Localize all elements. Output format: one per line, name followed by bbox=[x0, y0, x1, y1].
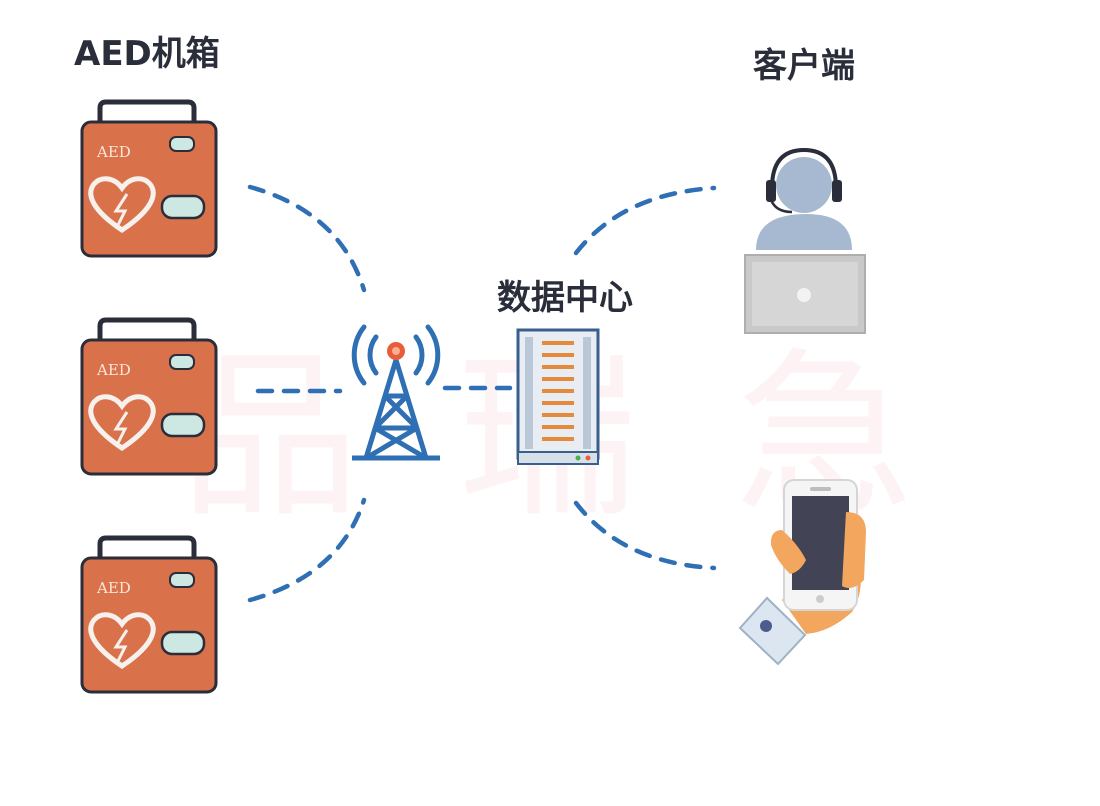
link-server-phone bbox=[573, 500, 717, 571]
link-aed1-tower bbox=[247, 184, 367, 293]
aed-heading: AED机箱 bbox=[74, 34, 220, 74]
client-heading: 客户端 bbox=[753, 46, 855, 86]
smartphone-hand-icon bbox=[738, 479, 866, 666]
connection-lines bbox=[247, 184, 717, 603]
aed-box-1-label: AED bbox=[96, 143, 131, 161]
data-center-label: 数据中心 bbox=[497, 278, 633, 318]
link-server-operator bbox=[573, 185, 717, 256]
aed-box-3: AED bbox=[82, 538, 216, 692]
aed-box-1: AED bbox=[82, 102, 216, 256]
operator-laptop-icon bbox=[744, 147, 866, 334]
aed-box-2-label: AED bbox=[96, 361, 131, 379]
aed-box-2: AED bbox=[82, 320, 216, 474]
aed-box-3-label: AED bbox=[96, 579, 131, 597]
server-rack-icon bbox=[516, 328, 600, 465]
link-aed3-tower bbox=[247, 497, 367, 603]
signal-tower-icon bbox=[351, 324, 441, 461]
